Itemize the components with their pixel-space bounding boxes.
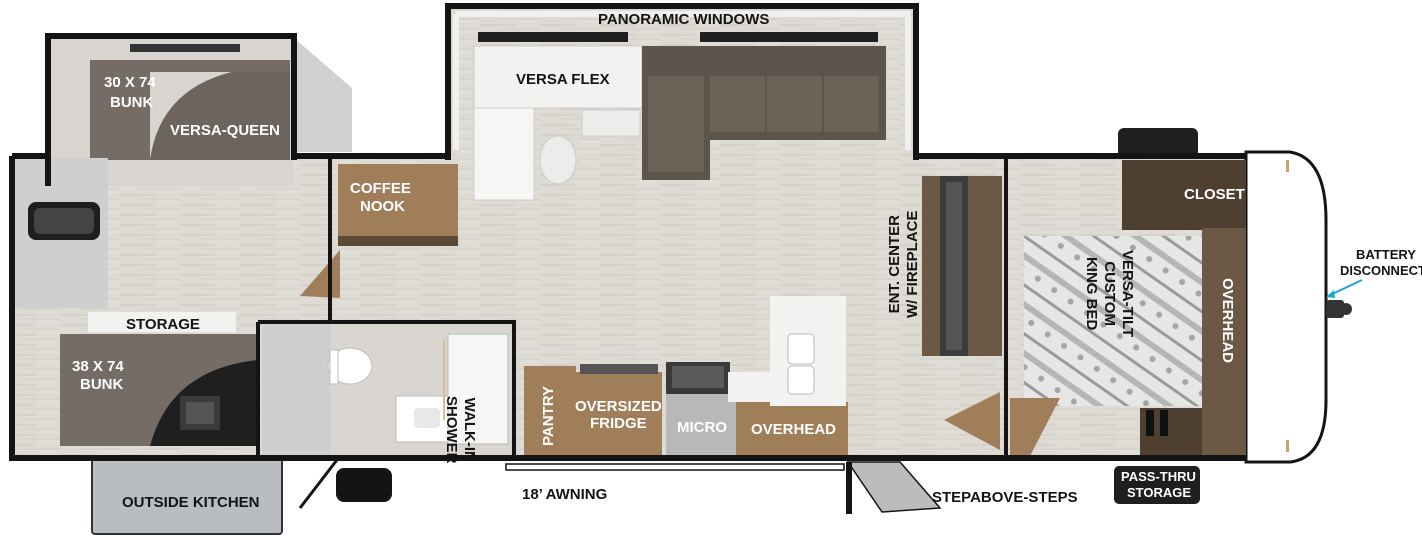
walk-in-shower-label: WALK-IN SHOWER (442, 396, 478, 464)
awning-bar (505, 463, 845, 471)
pass-thru-storage (1114, 466, 1200, 504)
pantry-label: PANTRY (540, 386, 557, 446)
ent-center-label: ENT. CENTER W/ FIREPLACE (886, 211, 922, 319)
overhead-kitchen-label: OVERHEAD (751, 421, 837, 438)
outside-kitchen-label: OUTSIDE KITCHEN (122, 494, 260, 511)
versa-queen-label: VERSA-QUEEN (170, 122, 281, 139)
panoramic-windows-label: PANORAMIC WINDOWS (598, 11, 770, 28)
bed-line-2: CUSTOM (1101, 261, 1118, 326)
bed-line-1: VERSA-TILT (1119, 250, 1136, 338)
passthru-label-1: PASS-THRU (1121, 469, 1196, 484)
versa-flex-label: VERSA FLEX (516, 71, 610, 88)
bed-label: VERSA-TILT CUSTOM KING BED (1082, 250, 1136, 337)
coffee-nook-cabinet (338, 164, 458, 240)
overhead-bedroom-label: OVERHEAD (1219, 278, 1236, 364)
walk-in-shower-line-1: WALK-IN (461, 397, 478, 462)
pantry-cabinet (524, 366, 576, 456)
stepabove-label: STEPABOVE-STEPS (932, 489, 1078, 506)
bottom-bunk (60, 334, 256, 446)
passthru-label-2: STORAGE (1127, 485, 1192, 500)
microwave (666, 394, 736, 456)
bed (1024, 236, 1202, 406)
fridge-label-2: FRIDGE (590, 415, 647, 432)
fridge (576, 372, 662, 456)
ent-center-line-1: ENT. CENTER (886, 215, 903, 314)
walk-in-shower-line-2: SHOWER (443, 396, 460, 464)
bunk-bottom-size-label: 38 X 74 (72, 358, 124, 375)
battery-label-1: BATTERY (1356, 247, 1416, 262)
coffee-nook-label-1: COFFEE (350, 180, 411, 197)
shower (447, 333, 509, 445)
step-above-steps (846, 461, 942, 513)
battery-label-2: DISCONNECT (1340, 263, 1422, 278)
overhead-bedroom (1202, 228, 1246, 456)
bunk-bottom-word-label: BUNK (80, 376, 124, 393)
closet (1122, 160, 1246, 230)
front-cap (1244, 150, 1328, 464)
closet-label: CLOSET (1184, 186, 1245, 203)
ent-center-line-2: W/ FIREPLACE (904, 210, 921, 319)
awning-label: 18’ AWNING (522, 486, 608, 503)
bunk-top-size-label: 30 X 74 (104, 74, 156, 91)
bunk-top-word-label: BUNK (110, 94, 154, 111)
storage-label: STORAGE (126, 316, 200, 333)
micro-label: MICRO (677, 419, 727, 436)
coffee-nook-label-2: NOOK (360, 198, 405, 215)
versa-flex-table (473, 45, 643, 109)
overhead-kitchen (736, 402, 848, 456)
bed-line-3: KING BED (1083, 256, 1100, 331)
fridge-label-1: OVERSIZED (575, 398, 662, 415)
bottom-bunk-storage (88, 312, 236, 332)
